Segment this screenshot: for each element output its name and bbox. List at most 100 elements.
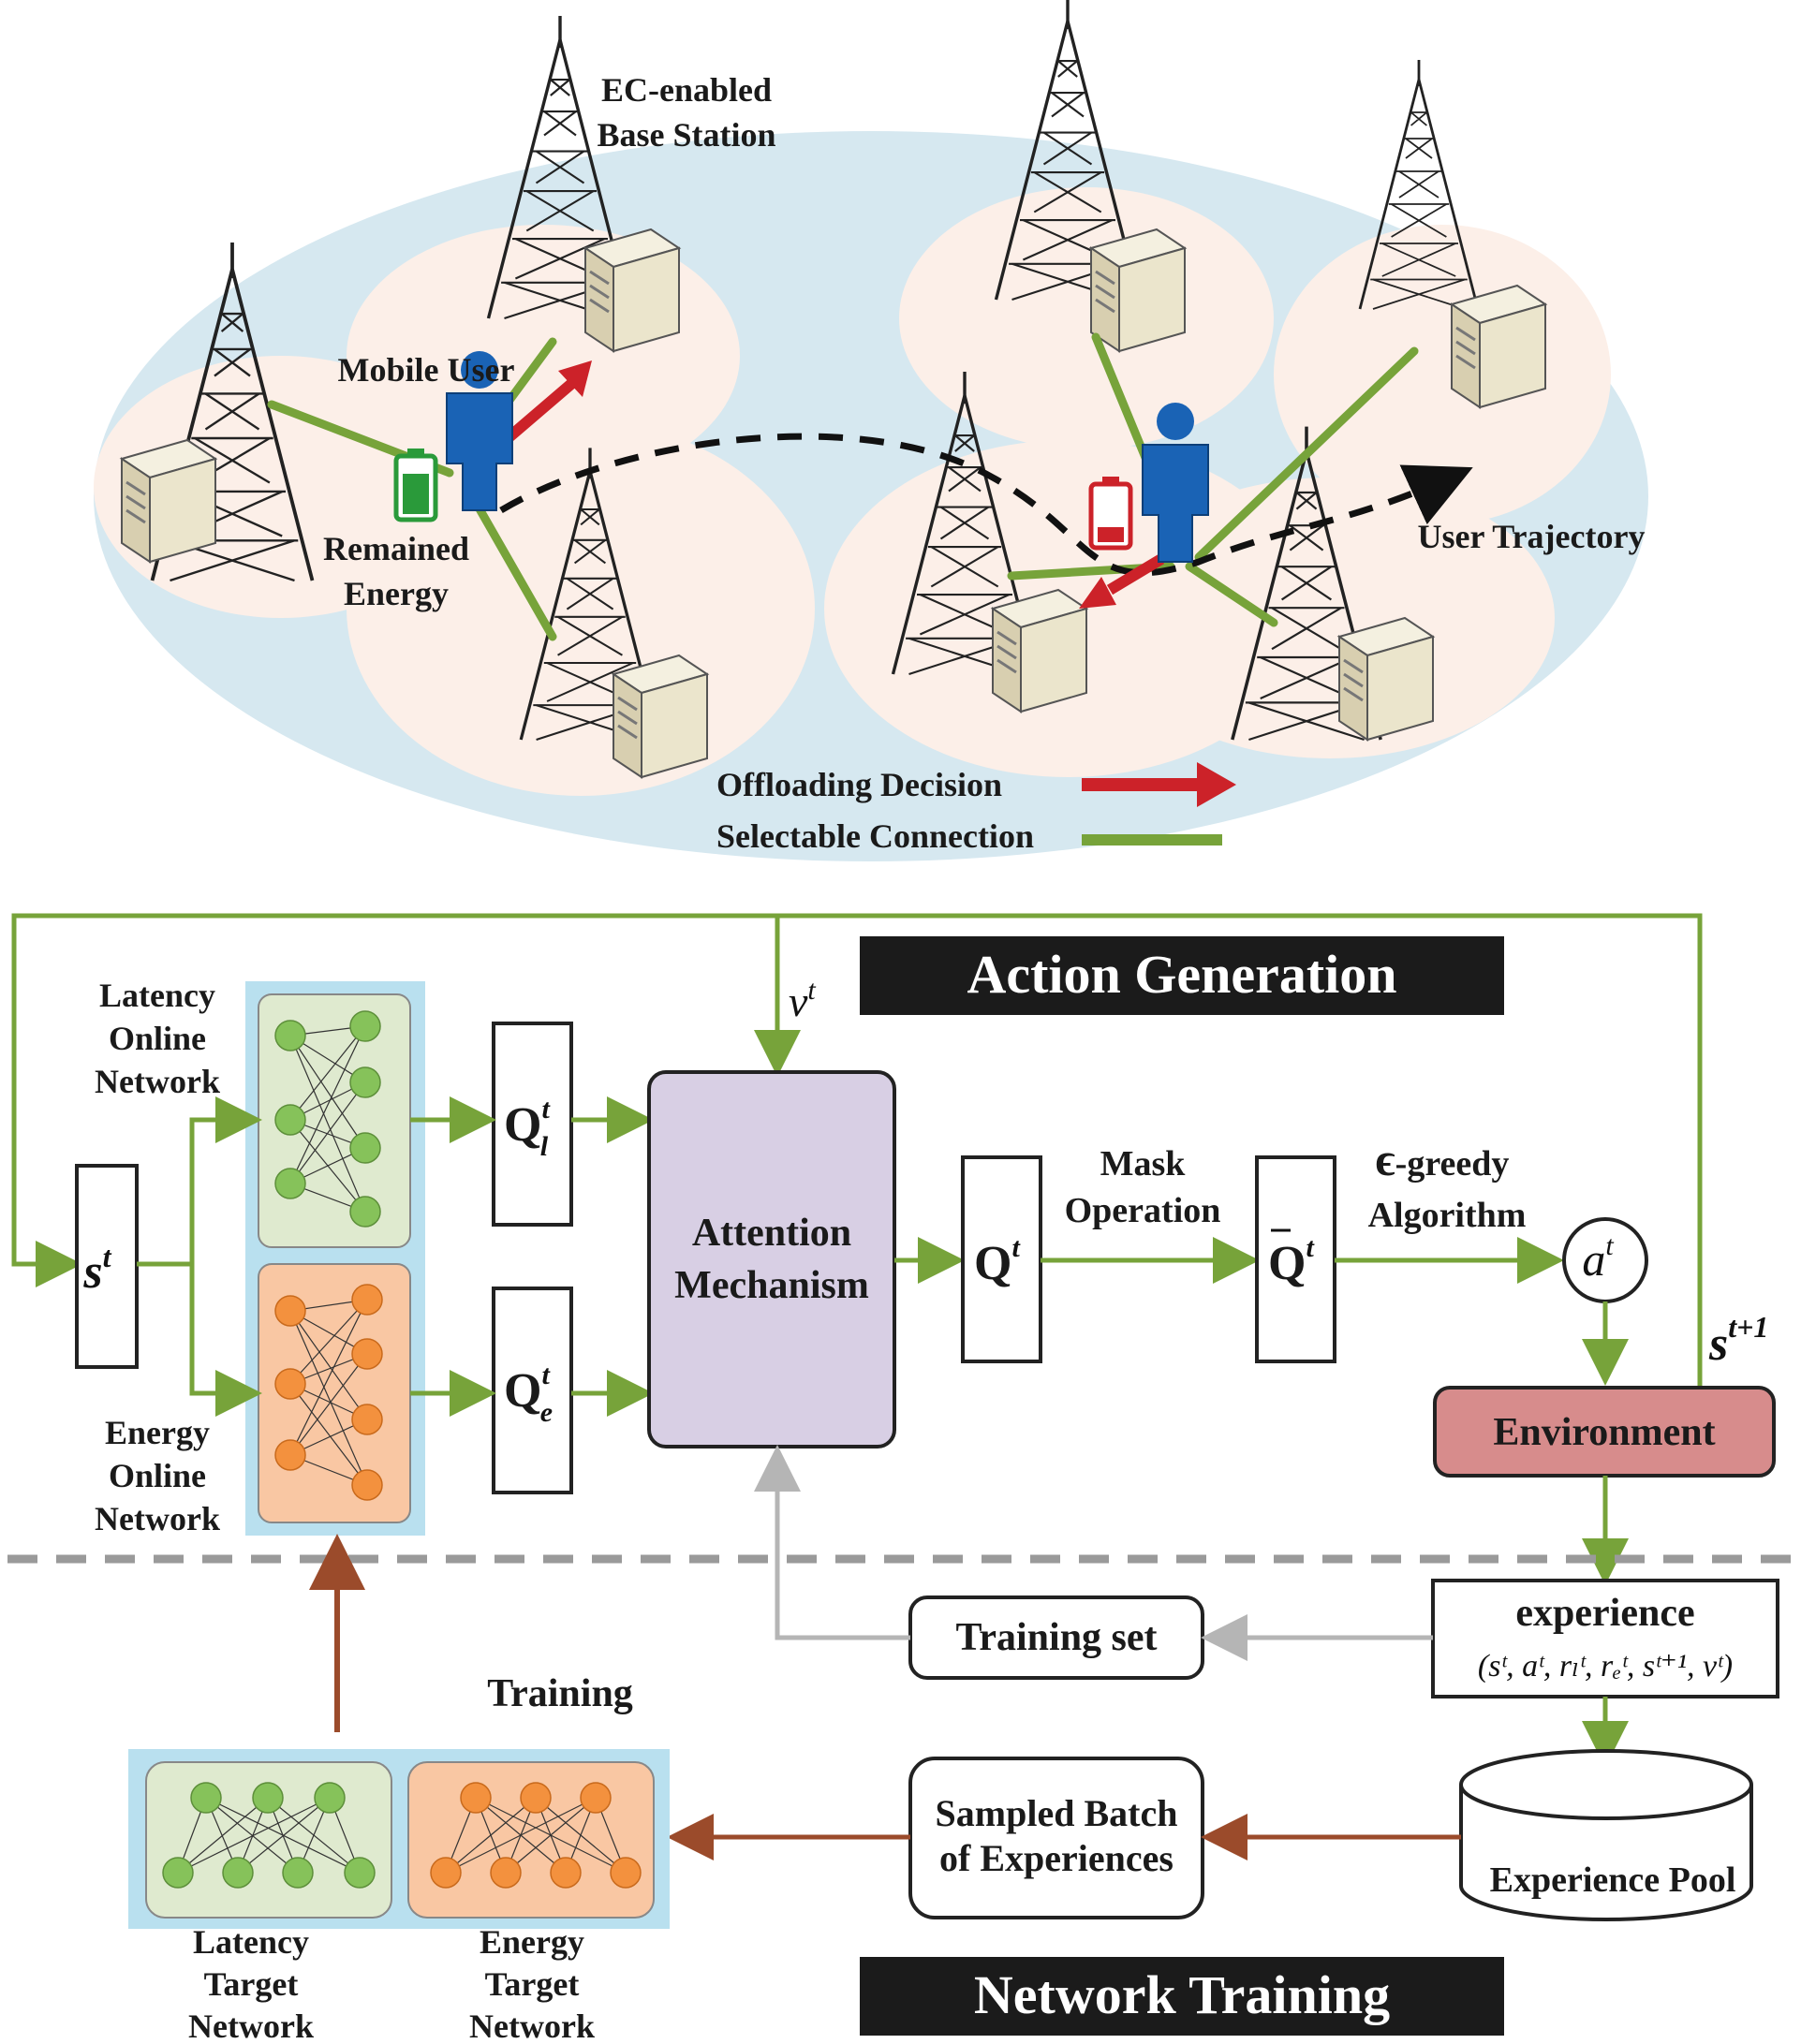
legend-selectable-label: Selectable Connection bbox=[716, 817, 1034, 855]
nn-node bbox=[274, 1295, 306, 1327]
attention-label: Mechanism bbox=[674, 1264, 869, 1307]
energy-target-nn-graph bbox=[430, 1782, 642, 1889]
nn-node bbox=[550, 1857, 582, 1889]
nn-node bbox=[610, 1857, 642, 1889]
mobile-user-label: Mobile User bbox=[338, 351, 515, 389]
energy-online-label: Network bbox=[95, 1500, 220, 1537]
q-energy-box bbox=[492, 1287, 573, 1494]
nn-node bbox=[162, 1857, 194, 1889]
q-latency-box bbox=[492, 1022, 573, 1227]
experience-pool-cylinder bbox=[1459, 1785, 1753, 1921]
latency-online-label: Latency bbox=[99, 977, 215, 1014]
mask-operation-label: Operation bbox=[1065, 1191, 1221, 1230]
nn-edge bbox=[289, 1035, 366, 1149]
user-trajectory-path bbox=[499, 433, 1473, 577]
environment-label: Environment bbox=[1493, 1411, 1715, 1454]
edge-server-icon bbox=[991, 588, 1088, 713]
nn-node bbox=[190, 1782, 222, 1814]
nn-edge bbox=[289, 1081, 366, 1184]
energy-online-label: Energy bbox=[105, 1414, 210, 1451]
attention-mechanism-box bbox=[647, 1070, 896, 1448]
nn-edge bbox=[445, 1797, 537, 1874]
legend-offloading-label: Offloading Decision bbox=[716, 766, 1002, 803]
training-label: Training bbox=[487, 1672, 633, 1715]
battery-low-icon bbox=[1088, 477, 1133, 551]
nn-node bbox=[274, 1104, 306, 1136]
nn-node bbox=[580, 1782, 612, 1814]
state-label: st bbox=[82, 1240, 111, 1299]
greedy-label: Algorithm bbox=[1368, 1196, 1527, 1235]
nn-edge bbox=[289, 1299, 368, 1385]
nn-edge bbox=[177, 1797, 331, 1874]
v-t-label: vt bbox=[789, 975, 816, 1025]
nn-node bbox=[351, 1404, 383, 1435]
nn-node bbox=[430, 1857, 462, 1889]
energy-online-label: Online bbox=[109, 1457, 206, 1494]
nn-node bbox=[274, 1368, 306, 1400]
nn-node bbox=[274, 1439, 306, 1471]
nn-node bbox=[344, 1857, 376, 1889]
latency-target-label: Target bbox=[204, 1965, 299, 2003]
nn-edge bbox=[289, 1310, 368, 1420]
nn-node bbox=[349, 1010, 381, 1042]
nn-edge bbox=[289, 1035, 366, 1213]
nn-edge bbox=[177, 1797, 269, 1874]
remained-energy-label: Energy bbox=[344, 575, 449, 612]
energy-target-label: Energy bbox=[480, 1923, 584, 1961]
experience-tuple-label: (sᵗ, aᵗ, rₗᵗ, rₑᵗ, sᵗ⁺¹, vᵗ) bbox=[1478, 1649, 1733, 1684]
sampled-batch-label: of Experiences bbox=[939, 1837, 1174, 1879]
nn-edge bbox=[289, 1299, 368, 1456]
latency-target-label: Network bbox=[188, 2007, 314, 2044]
nn-node bbox=[274, 1020, 306, 1051]
sampled-batch-label: Sampled Batch bbox=[936, 1792, 1178, 1834]
edge-server-icon bbox=[1337, 616, 1435, 742]
experience-box bbox=[1431, 1579, 1779, 1698]
latency-online-label: Online bbox=[109, 1020, 206, 1057]
action-label: at bbox=[1582, 1230, 1614, 1286]
nn-edge bbox=[237, 1797, 331, 1874]
nn-node bbox=[274, 1168, 306, 1199]
nn-node bbox=[282, 1857, 314, 1889]
attention-label: Attention bbox=[692, 1212, 851, 1255]
nn-node bbox=[520, 1782, 552, 1814]
feedback-next-state-line bbox=[11, 913, 1703, 1388]
action-generation-header bbox=[860, 936, 1504, 1015]
nn-edge bbox=[289, 1383, 368, 1486]
offloading-decision-arrow bbox=[502, 379, 575, 445]
network-training-title: Network Training bbox=[974, 1964, 1390, 2025]
drl-framework: vt Action Generation Latency Online Netw… bbox=[7, 913, 1794, 2044]
nn-edge bbox=[445, 1797, 597, 1874]
nn-node bbox=[349, 1066, 381, 1098]
nn-node bbox=[349, 1132, 381, 1164]
nn-node bbox=[222, 1857, 254, 1889]
action-generation-title: Action Generation bbox=[967, 944, 1396, 1005]
latency-online-nn-graph bbox=[274, 1010, 381, 1228]
edge-server-icon bbox=[1089, 228, 1187, 353]
base-station-label: Base Station bbox=[597, 116, 775, 154]
remained-energy-label: Remained bbox=[323, 530, 469, 567]
battery-full-icon bbox=[393, 449, 438, 522]
latency-online-label: Network bbox=[95, 1063, 220, 1100]
nn-edge bbox=[505, 1797, 597, 1874]
nn-edge bbox=[289, 1353, 368, 1456]
next-state-label: st+1 bbox=[1708, 1310, 1768, 1371]
training-set-label: Training set bbox=[955, 1616, 1157, 1659]
cell-bottom-far-right bbox=[1105, 478, 1555, 758]
experience-label: experience bbox=[1515, 1592, 1694, 1635]
edge-server-icon bbox=[612, 654, 709, 779]
edge-server-icon bbox=[1450, 284, 1547, 409]
nn-edge bbox=[289, 1025, 366, 1184]
nn-edge bbox=[205, 1797, 299, 1874]
nn-node bbox=[349, 1196, 381, 1228]
latency-target-nn-graph bbox=[162, 1782, 376, 1889]
nn-edge bbox=[289, 1025, 366, 1121]
edge-server-icon bbox=[583, 228, 681, 353]
energy-target-label: Network bbox=[469, 2007, 595, 2044]
cell-top-right bbox=[899, 187, 1274, 449]
latency-target-label: Latency bbox=[193, 1923, 309, 1961]
network-training-header bbox=[860, 1957, 1504, 2036]
network-scene: EC-enabled Base Station Mobile User Rema… bbox=[94, 0, 1648, 861]
nn-node bbox=[351, 1338, 383, 1370]
